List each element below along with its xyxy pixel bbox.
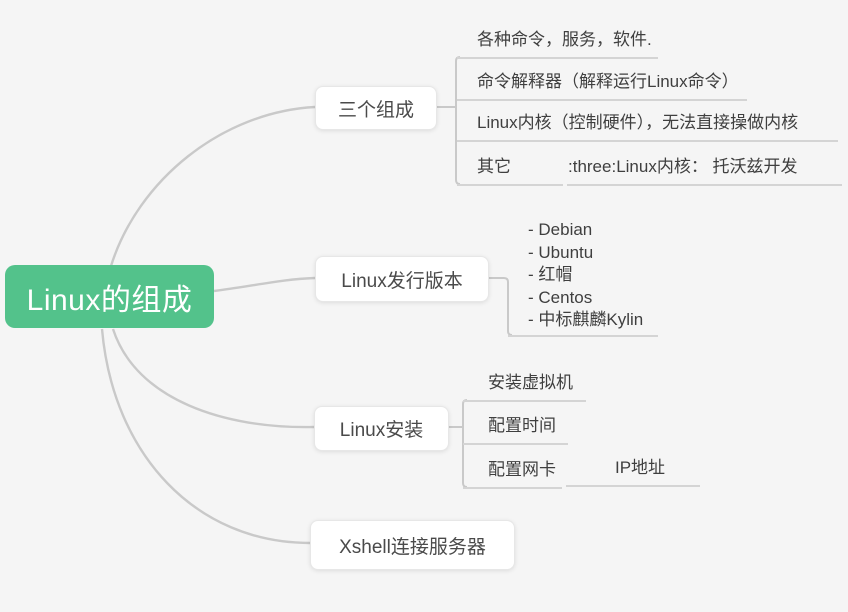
leaf-node-set-time[interactable]: 配置时间 (463, 416, 568, 445)
leaf-node-commands[interactable]: 各种命令，服务，软件. (457, 30, 658, 59)
curve-root-to-branch1 (109, 105, 316, 267)
distro-list-item: - Centos (528, 287, 593, 307)
branch-node-xshell[interactable]: Xshell连接服务器 (310, 520, 515, 570)
distro-list-item: - 中标麒麟Kylin (528, 310, 644, 329)
branch-node-three-parts[interactable]: 三个组成 (315, 86, 437, 130)
curve-root-to-branch3 (111, 328, 315, 429)
leaf-node-shell-interpreter[interactable]: 命令解释器（解释运行Linux命令） (457, 72, 747, 101)
curve-root-to-branch4 (100, 328, 311, 545)
leaf-node-set-nic[interactable]: 配置网卡 (463, 460, 562, 489)
branch-node-label: Linux发行版本 (341, 270, 463, 292)
branch-node-label: 三个组成 (337, 99, 414, 121)
leaf-node-torvalds[interactable]: :three:Linux内核： 托沃兹开发 (567, 157, 842, 186)
distro-list-item: - Ubuntu (528, 242, 594, 262)
root-node-linux[interactable]: Linux的组成 (5, 265, 214, 328)
leaf-node-kernel[interactable]: Linux内核（控制硬件），无法直接操做内核 (457, 113, 838, 142)
root-node-label: Linux的组成 (26, 283, 193, 317)
branch-node-label: Linux安装 (339, 420, 424, 441)
leaf-node-distro-list[interactable]: - Debian - Ubuntu - 红帽 - Centos - 中标麒麟Ky… (508, 219, 658, 337)
curve-root-to-branch2 (213, 276, 316, 293)
branch-node-install[interactable]: Linux安装 (314, 406, 449, 451)
leaf-node-ip-address[interactable]: IP地址 (566, 458, 700, 487)
leaf-node-install-vm[interactable]: 安装虚拟机 (463, 373, 586, 402)
branch-node-distributions[interactable]: Linux发行版本 (315, 256, 489, 302)
branch-node-label: Xshell连接服务器 (339, 536, 486, 558)
distro-list-item: - Debian (528, 220, 593, 239)
distro-list-item: - 红帽 (528, 265, 573, 284)
leaf-node-other[interactable]: 其它 (457, 157, 563, 186)
